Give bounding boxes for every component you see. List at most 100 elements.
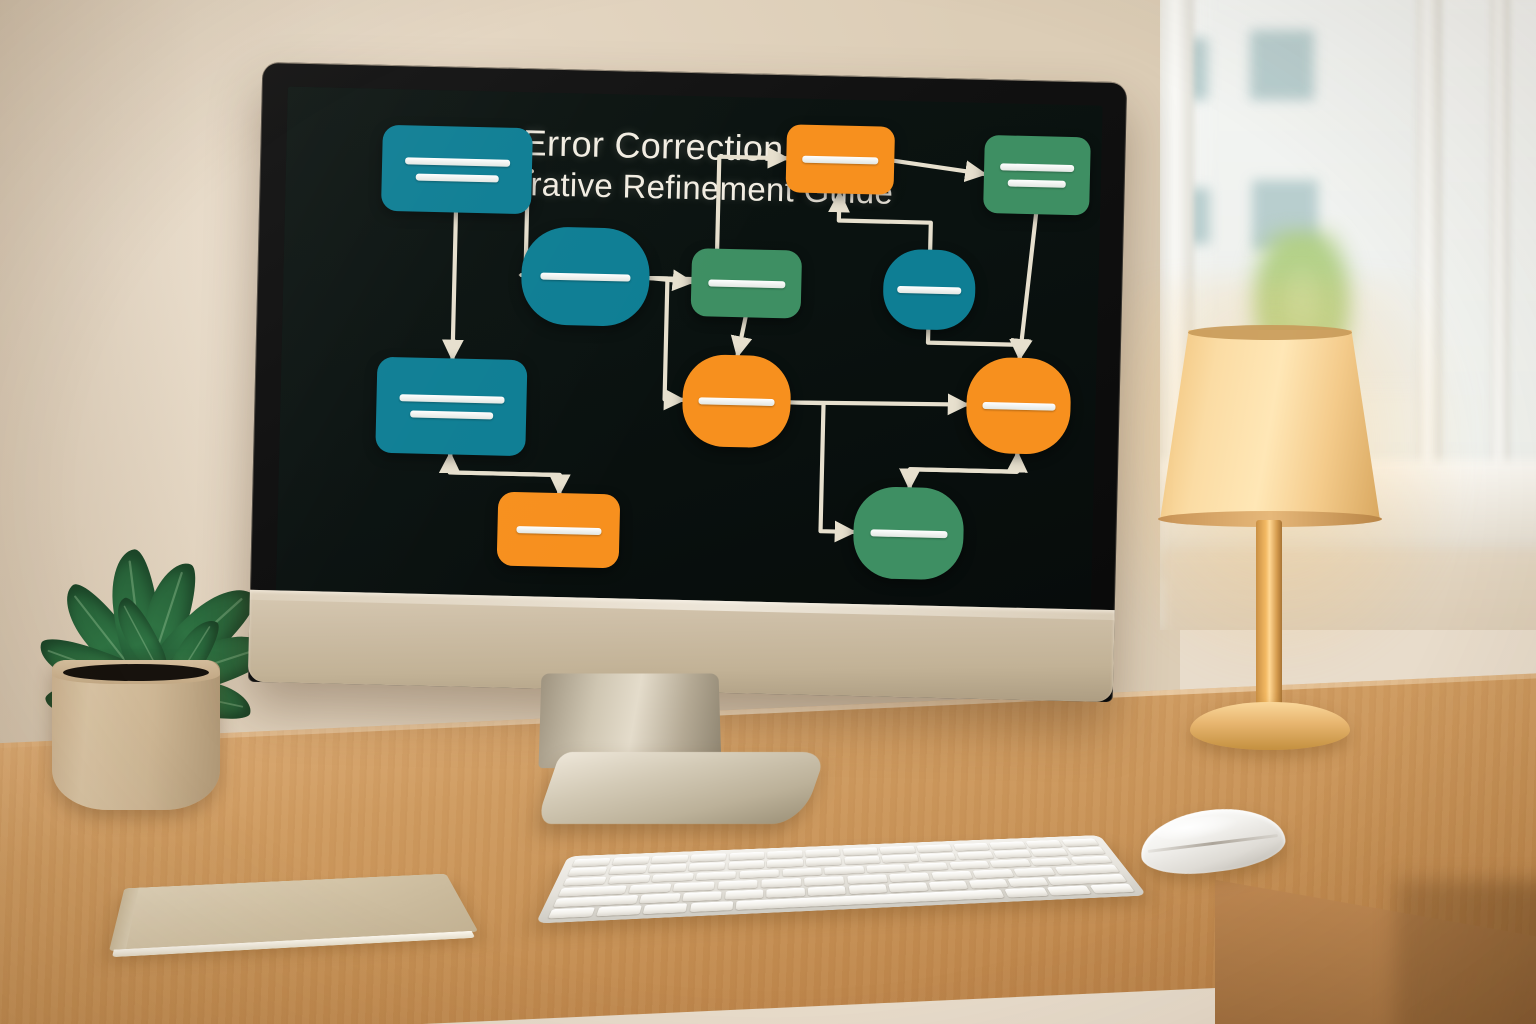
keyboard-key[interactable] bbox=[724, 889, 764, 900]
keyboard-key[interactable] bbox=[804, 875, 845, 886]
keyboard-key[interactable] bbox=[628, 883, 672, 894]
keyboard-key[interactable] bbox=[807, 885, 847, 896]
flow-node-n9[interactable] bbox=[965, 356, 1072, 456]
keyboard-key[interactable] bbox=[1047, 885, 1092, 896]
keyboard-key[interactable] bbox=[843, 855, 881, 865]
keyboard-key[interactable] bbox=[767, 858, 803, 868]
keyboard-key[interactable] bbox=[739, 869, 779, 879]
keyboard-key[interactable] bbox=[1025, 839, 1063, 849]
keyboard-key[interactable] bbox=[1061, 838, 1099, 847]
keyboard-key[interactable] bbox=[972, 868, 1015, 879]
keyboard-key[interactable] bbox=[953, 842, 990, 852]
keyboard-key[interactable] bbox=[916, 844, 953, 853]
flowchart-canvas[interactable] bbox=[276, 87, 1103, 614]
keyboard-key[interactable] bbox=[695, 870, 737, 881]
flow-edge-n1-n7 bbox=[442, 210, 464, 362]
keyboard-key[interactable] bbox=[689, 901, 734, 913]
keyboard-key[interactable] bbox=[948, 860, 990, 870]
keyboard-key[interactable] bbox=[1013, 867, 1056, 877]
keyboard-key[interactable] bbox=[907, 862, 949, 872]
keyboard-key[interactable] bbox=[562, 876, 607, 887]
keyboard-key[interactable] bbox=[1030, 857, 1072, 867]
keyboard-key[interactable] bbox=[928, 880, 969, 891]
flow-node-n8[interactable] bbox=[681, 353, 792, 449]
keyboard-key[interactable] bbox=[567, 866, 608, 877]
keyboard-key[interactable] bbox=[989, 841, 1027, 850]
keyboard-key[interactable] bbox=[727, 860, 765, 870]
keyboard-key[interactable] bbox=[682, 891, 722, 902]
desk-lamp[interactable] bbox=[1080, 280, 1470, 760]
node-text-bar bbox=[707, 278, 785, 288]
keyboard-key[interactable] bbox=[866, 863, 907, 874]
lamp-shade-top-rim bbox=[1188, 325, 1352, 340]
keyboard-key[interactable] bbox=[879, 845, 916, 855]
flow-node-n2[interactable] bbox=[520, 226, 651, 328]
keyboard-key[interactable] bbox=[642, 903, 688, 915]
keyboard-key[interactable] bbox=[728, 851, 765, 861]
keyboard-key[interactable] bbox=[595, 905, 642, 917]
keyboard-key[interactable] bbox=[1007, 877, 1049, 887]
flow-edge-n2-n4 bbox=[647, 146, 790, 282]
keyboard-key[interactable] bbox=[547, 907, 596, 919]
flow-node-n6[interactable] bbox=[882, 248, 977, 331]
lamp-stem bbox=[1256, 520, 1282, 720]
keyboard-key[interactable] bbox=[968, 878, 1009, 889]
keyboard-key[interactable] bbox=[848, 884, 888, 895]
keyboard-key[interactable] bbox=[1030, 848, 1069, 857]
keyboard-key[interactable] bbox=[930, 870, 973, 881]
keyboard-key[interactable] bbox=[993, 849, 1032, 859]
flow-node-n11[interactable] bbox=[852, 485, 965, 581]
flow-node-n1[interactable] bbox=[380, 124, 533, 215]
keyboard-key[interactable] bbox=[989, 858, 1032, 868]
keyboard-key[interactable] bbox=[842, 847, 879, 856]
flow-node-n3[interactable] bbox=[690, 248, 803, 319]
keyboard-key[interactable] bbox=[824, 865, 865, 875]
node-text-bar bbox=[404, 156, 510, 167]
keyboard-key[interactable] bbox=[805, 848, 841, 858]
keyboard-key[interactable] bbox=[919, 852, 957, 862]
keyboard-key[interactable] bbox=[648, 863, 687, 873]
keyboard-key[interactable] bbox=[717, 879, 758, 890]
keyboard-key[interactable] bbox=[608, 865, 648, 875]
node-text-bar bbox=[540, 272, 631, 282]
flow-node-n5[interactable] bbox=[983, 134, 1091, 216]
keyboard-key[interactable] bbox=[611, 856, 650, 866]
flow-edge-n3-n8 bbox=[730, 315, 753, 359]
keyboard-key[interactable] bbox=[761, 877, 802, 888]
keyboard-key[interactable] bbox=[846, 874, 888, 884]
keyboard-key[interactable] bbox=[1054, 864, 1120, 875]
keyboard-key[interactable] bbox=[607, 874, 651, 885]
keyboard-key[interactable] bbox=[888, 882, 928, 893]
monitor-screen[interactable]: Error Correction in AI Iterative Refinem… bbox=[275, 86, 1103, 614]
keyboard-key[interactable] bbox=[558, 885, 628, 897]
keyboard-key[interactable] bbox=[1089, 883, 1135, 894]
flow-node-n10[interactable] bbox=[496, 491, 621, 569]
keyboard-key[interactable] bbox=[766, 887, 805, 898]
node-text-bar bbox=[409, 409, 493, 419]
node-text-bar bbox=[1007, 178, 1066, 188]
keyboard-key[interactable] bbox=[639, 893, 681, 904]
keyboard-key[interactable] bbox=[956, 851, 995, 860]
keyboard-key[interactable] bbox=[1070, 855, 1113, 865]
keyboard-key[interactable] bbox=[672, 881, 715, 892]
computer-monitor[interactable]: Error Correction in AI Iterative Refinem… bbox=[247, 61, 1128, 703]
keyboard-key[interactable] bbox=[889, 872, 931, 882]
desk-right-shadow bbox=[1395, 880, 1536, 1024]
lamp-base bbox=[1190, 702, 1350, 750]
keyboard-key[interactable] bbox=[651, 854, 689, 864]
keyboard-key[interactable] bbox=[1067, 846, 1106, 856]
node-text-bar bbox=[415, 173, 499, 182]
flow-node-n4[interactable] bbox=[785, 124, 896, 195]
flow-node-n7[interactable] bbox=[375, 356, 528, 457]
keyboard-key[interactable] bbox=[1004, 887, 1049, 898]
keyboard-key[interactable] bbox=[767, 850, 803, 859]
keyboard-key[interactable] bbox=[690, 853, 727, 862]
node-text-bar bbox=[515, 525, 602, 535]
keyboard-key[interactable] bbox=[651, 872, 694, 883]
keyboard-key[interactable] bbox=[571, 857, 611, 867]
keyboard-key[interactable] bbox=[688, 862, 726, 872]
keyboard-key[interactable] bbox=[782, 867, 822, 877]
keyboard-key[interactable] bbox=[805, 857, 842, 867]
keyboard-key[interactable] bbox=[881, 854, 919, 864]
